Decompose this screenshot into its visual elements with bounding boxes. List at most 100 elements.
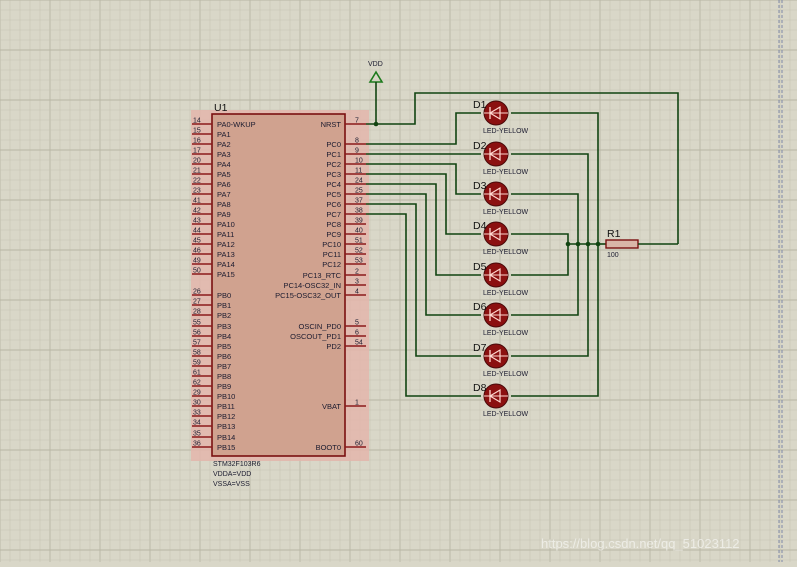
pin-number: 4	[355, 289, 359, 296]
led-ref: D8	[473, 382, 487, 394]
led-value: LED-YELLOW	[483, 290, 529, 297]
junction-dot	[565, 241, 571, 247]
pin-label: PC2	[326, 160, 341, 169]
chip-ref: U1	[214, 102, 228, 114]
wire	[366, 173, 481, 235]
led-ref: D7	[473, 342, 487, 354]
pin-pc13_rtc[interactable]: 2 PC13_RTC	[303, 269, 366, 281]
vdd-label: VDD	[368, 61, 383, 68]
wire	[366, 213, 481, 397]
leds-layer: D1LED-YELLOWD2LED-YELLOWD3LED-YELLOWD4LE…	[473, 99, 529, 418]
wire	[511, 244, 579, 316]
pin-pb15[interactable]: 36 PB15	[192, 441, 235, 453]
wire	[366, 183, 481, 276]
pin-label: PC13_RTC	[303, 271, 342, 280]
pin-number: 36	[193, 441, 201, 448]
pin-label: PA10	[217, 220, 235, 229]
led-ref: D1	[473, 99, 487, 111]
resistor-r1[interactable]: R1 100	[598, 228, 678, 259]
vdd-power-terminal[interactable]: VDD	[368, 61, 384, 123]
pin-label: PB8	[217, 372, 231, 381]
pin-number: 55	[193, 320, 201, 327]
pin-number: 42	[193, 208, 201, 215]
pin-label: PC0	[326, 140, 341, 149]
pin-number: 7	[355, 118, 359, 125]
led-value: LED-YELLOW	[483, 371, 529, 378]
pin-label: PB9	[217, 382, 231, 391]
pin-pb9[interactable]: 62 PB9	[192, 380, 231, 392]
pin-number: 62	[193, 380, 201, 387]
chip-part: STM32F103R6	[213, 461, 261, 468]
led-value: LED-YELLOW	[483, 249, 529, 256]
led-ref: D5	[473, 261, 487, 273]
pin-number: 20	[193, 158, 201, 165]
led-value: LED-YELLOW	[483, 330, 529, 337]
pin-number: 2	[355, 269, 359, 276]
junction-dot	[585, 241, 591, 247]
pin-label: PA14	[217, 260, 235, 269]
pin-label: PB15	[217, 443, 235, 452]
